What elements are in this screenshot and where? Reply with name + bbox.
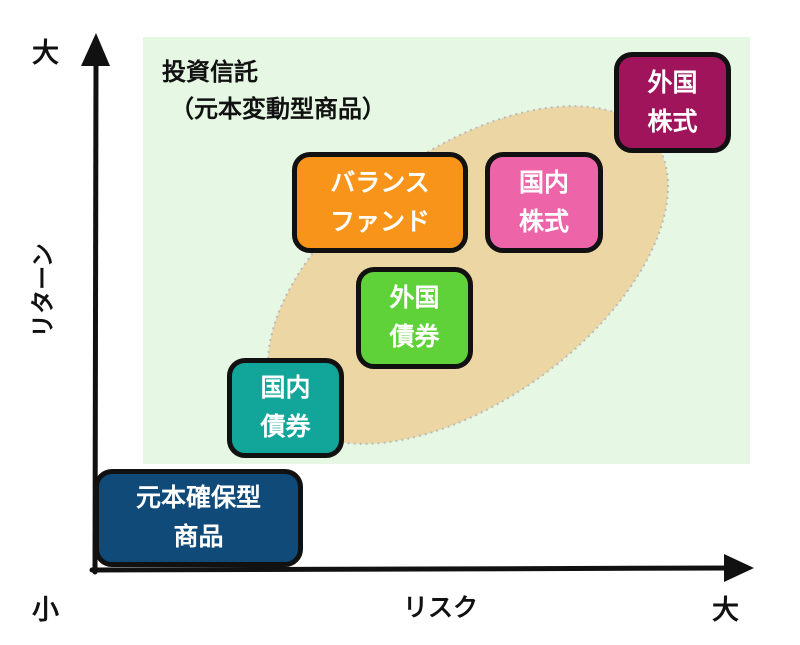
box-label-line1: 国内 bbox=[260, 373, 311, 403]
domestic-stocks-box: 国内 株式 bbox=[485, 152, 603, 253]
box-label-line2: 株式 bbox=[518, 206, 569, 236]
foreign-bonds-box: 外国 債券 bbox=[356, 267, 473, 369]
y-axis-title: リターン bbox=[20, 220, 60, 360]
balanced-fund-box: バランス ファンド bbox=[292, 152, 468, 253]
box-label-line2: 株式 bbox=[647, 106, 698, 136]
y-axis-title-text: リターン bbox=[28, 242, 57, 338]
origin-low-label: 小 bbox=[32, 595, 59, 626]
x-axis-title: リスク bbox=[403, 593, 479, 622]
box-label-line1: バランス bbox=[330, 167, 430, 197]
investment-trust-title: 投資信託 （元本変動型商品） bbox=[162, 54, 386, 128]
box-label-line2: 債券 bbox=[260, 412, 311, 441]
y-axis-high-label: 大 bbox=[32, 38, 59, 69]
box-label-line1: 外国 bbox=[647, 67, 698, 97]
box-label-line1: 外国 bbox=[389, 283, 440, 313]
domestic-bonds-box: 国内 債券 bbox=[227, 358, 344, 458]
x-axis-high-label: 大 bbox=[712, 595, 739, 626]
box-label-line2: ファンド bbox=[329, 206, 430, 236]
x-axis-arrowhead-icon bbox=[724, 554, 754, 582]
box-label-line2: 債券 bbox=[389, 322, 440, 351]
box-label-line2: 商品 bbox=[173, 522, 224, 551]
x-axis-line bbox=[89, 565, 735, 573]
box-label-line1: 元本確保型 bbox=[135, 483, 261, 513]
investment-trust-title-line2: （元本変動型商品） bbox=[170, 95, 386, 124]
principal-guaranteed-product-box: 元本確保型 商品 bbox=[94, 469, 303, 567]
investment-trust-title-line1: 投資信託 bbox=[162, 58, 258, 86]
foreign-stocks-box: 外国 株式 bbox=[614, 52, 731, 153]
box-label-line1: 国内 bbox=[518, 167, 569, 197]
y-axis-arrowhead-icon bbox=[81, 33, 110, 66]
